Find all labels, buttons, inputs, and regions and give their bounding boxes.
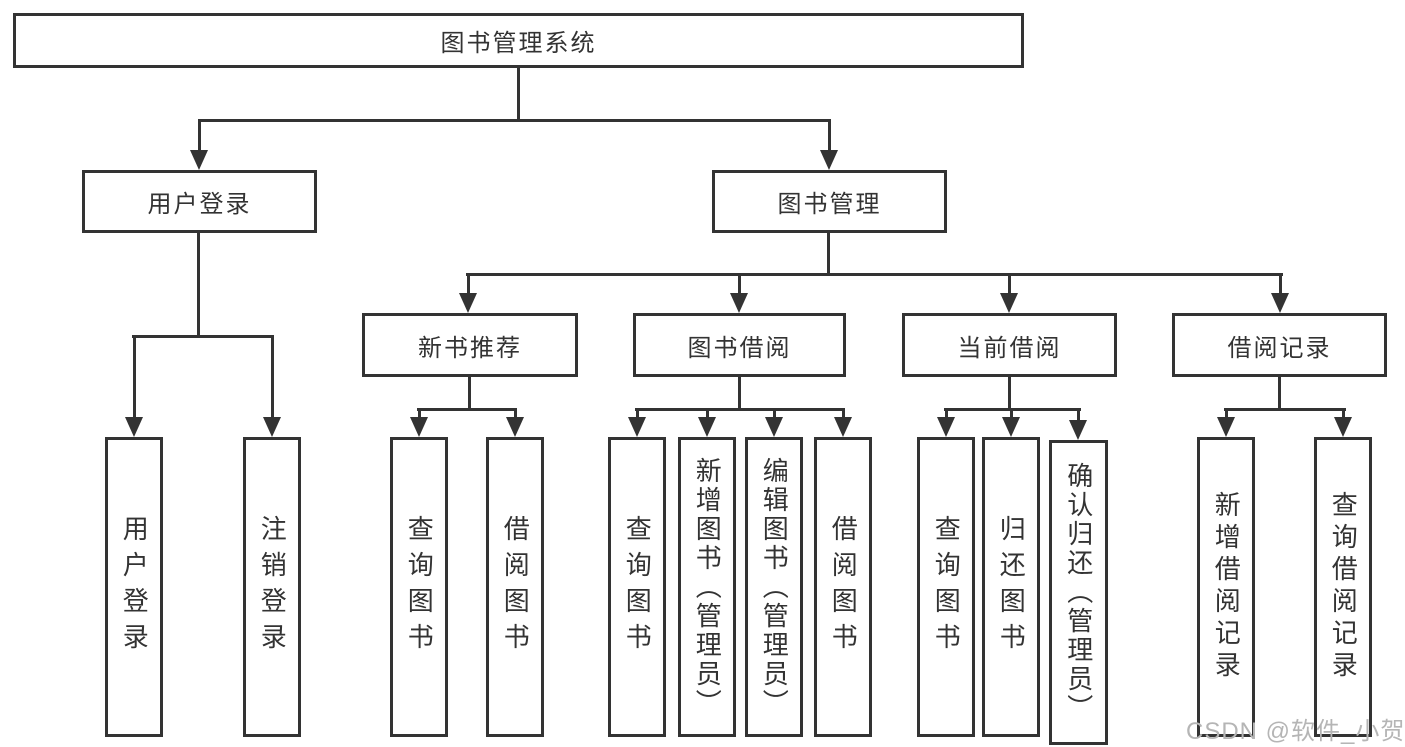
connector-borrow-drop-2	[706, 408, 709, 419]
connector-root-drop-left	[198, 119, 201, 152]
arrowhead-current-return	[1002, 417, 1020, 437]
leaf-current-query-books-label: 查询图书	[931, 515, 962, 659]
leaf-recommend-borrow-books-label: 借阅图书	[500, 515, 531, 659]
leaf-current-return-books-label: 归还图书	[996, 515, 1027, 659]
arrowhead-new-book-recommend	[459, 293, 477, 313]
leaf-records-query-record-label: 查询借阅记录	[1328, 491, 1359, 683]
connector-root-crossbar	[198, 119, 831, 122]
leaf-recommend-borrow-books: 借阅图书	[486, 437, 544, 737]
leaf-current-return-books: 归还图书	[982, 437, 1040, 737]
node-current-borrow-label: 当前借阅	[957, 334, 1062, 362]
leaf-borrow-edit-books-admin-label: 编辑图书（管理员）	[759, 456, 790, 718]
node-new-book-recommend: 新书推荐	[362, 313, 578, 377]
node-user-login: 用户登录	[82, 170, 317, 233]
node-book-management: 图书管理	[712, 170, 947, 233]
node-book-borrow-label: 图书借阅	[687, 334, 792, 362]
leaf-current-confirm-return-admin-label: 确认归还（管理员）	[1063, 462, 1094, 723]
arrowhead-recommend-query	[410, 417, 428, 437]
arrowhead-current-query	[937, 417, 955, 437]
connector-root-trunk	[517, 68, 520, 119]
leaf-records-add-record: 新增借阅记录	[1197, 437, 1255, 737]
connector-borrow-crossbar	[635, 408, 845, 411]
connector-borrow-trunk	[738, 377, 741, 408]
leaf-borrow-query-books: 查询图书	[608, 437, 666, 737]
connector-current-drop-2	[1010, 408, 1013, 419]
arrowhead-book-management	[820, 150, 838, 170]
arrowhead-current-borrow	[1000, 293, 1018, 313]
connector-records-drop-1	[1225, 408, 1228, 419]
arrowhead-borrow-records	[1271, 293, 1289, 313]
connector-mgmt-drop-4	[1279, 273, 1282, 297]
connector-recommend-drop-2	[514, 408, 517, 419]
connector-mgmt-drop-1	[467, 273, 470, 297]
leaf-logout-label: 注销登录	[257, 515, 288, 659]
connector-user-drop-1	[133, 335, 136, 419]
node-library-system-label: 图书管理系统	[440, 30, 597, 57]
arrowhead-book-borrow	[730, 293, 748, 313]
connector-mgmt-drop-2	[738, 273, 741, 297]
connector-mgmt-drop-3	[1008, 273, 1011, 297]
leaf-borrow-add-books-admin-label: 新增图书（管理员）	[692, 456, 723, 718]
leaf-recommend-query-books: 查询图书	[390, 437, 448, 737]
leaf-borrow-query-books-label: 查询图书	[622, 515, 653, 659]
arrowhead-user-login	[190, 150, 208, 170]
leaf-recommend-query-books-label: 查询图书	[404, 515, 435, 659]
arrowhead-borrow-query	[628, 417, 646, 437]
node-borrow-records: 借阅记录	[1172, 313, 1387, 377]
arrowhead-records-add	[1217, 417, 1235, 437]
leaf-records-add-record-label: 新增借阅记录	[1211, 491, 1242, 683]
connector-borrow-drop-4	[842, 408, 845, 419]
leaf-borrow-add-books-admin: 新增图书（管理员）	[678, 437, 736, 737]
node-new-book-recommend-label: 新书推荐	[418, 334, 522, 362]
connector-current-drop-3	[1077, 408, 1080, 422]
leaf-records-query-record: 查询借阅记录	[1314, 437, 1372, 737]
arrowhead-leaf-user-login	[125, 417, 143, 437]
connector-borrow-drop-1	[636, 408, 639, 419]
connector-current-trunk	[1008, 377, 1011, 408]
node-current-borrow: 当前借阅	[902, 313, 1117, 377]
arrowhead-recommend-borrow	[506, 417, 524, 437]
node-book-borrow: 图书借阅	[633, 313, 846, 377]
csdn-watermark: CSDN @软件_小贺同学	[1186, 718, 1405, 745]
connector-user-drop-2	[271, 335, 274, 419]
connector-current-drop-1	[945, 408, 948, 419]
connector-root-drop-right	[828, 119, 831, 152]
leaf-logout: 注销登录	[243, 437, 301, 737]
leaf-current-query-books: 查询图书	[917, 437, 975, 737]
arrowhead-borrow-lend	[834, 417, 852, 437]
connector-records-drop-2	[1342, 408, 1345, 419]
leaf-borrow-lend-books: 借阅图书	[814, 437, 872, 737]
connector-recommend-drop-1	[418, 408, 421, 419]
connector-user-crossbar	[132, 335, 274, 338]
leaf-user-login-label: 用户登录	[119, 515, 150, 659]
arrowhead-leaf-logout	[263, 417, 281, 437]
leaf-user-login: 用户登录	[105, 437, 163, 737]
connector-records-crossbar	[1224, 408, 1346, 411]
connector-mgmt-crossbar	[466, 273, 1283, 276]
leaf-current-confirm-return-admin: 确认归还（管理员）	[1049, 440, 1108, 745]
connector-mgmt-trunk	[827, 233, 830, 276]
connector-records-trunk	[1278, 377, 1281, 408]
node-library-system: 图书管理系统	[13, 13, 1024, 68]
arrowhead-records-query	[1334, 417, 1352, 437]
connector-recommend-crossbar	[417, 408, 517, 411]
arrowhead-borrow-add	[698, 417, 716, 437]
leaf-borrow-edit-books-admin: 编辑图书（管理员）	[745, 437, 803, 737]
connector-borrow-drop-3	[773, 408, 776, 419]
arrowhead-current-confirm	[1069, 420, 1087, 440]
connector-user-trunk	[197, 233, 200, 335]
leaf-borrow-lend-books-label: 借阅图书	[828, 515, 859, 659]
node-user-login-label: 用户登录	[147, 191, 252, 218]
node-book-management-label: 图书管理	[777, 191, 882, 218]
arrowhead-borrow-edit	[765, 417, 783, 437]
connector-recommend-trunk	[468, 377, 471, 408]
node-borrow-records-label: 借阅记录	[1227, 334, 1332, 362]
